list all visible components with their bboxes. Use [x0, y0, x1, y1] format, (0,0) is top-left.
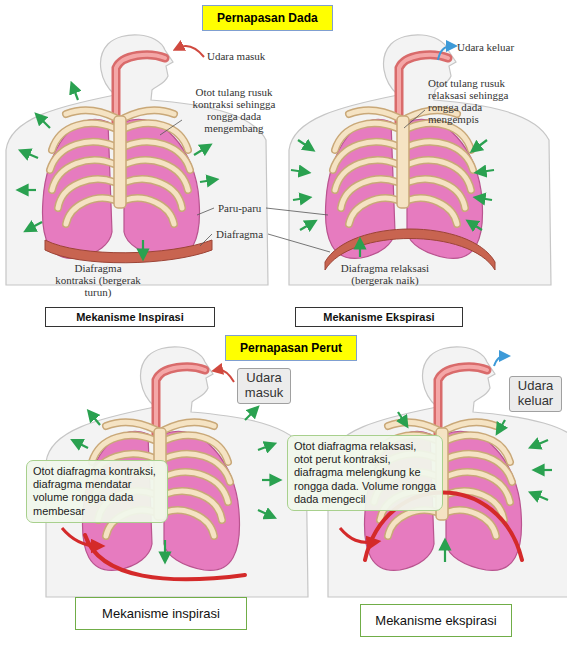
box-text: Pernapasan Perut — [240, 341, 342, 355]
annotation-label: Diafragma kontraksi (bergerak turun) — [55, 262, 141, 298]
mechanism-box: Mekanisme Inspirasi — [45, 307, 215, 327]
annotation-label: Udara keluar — [457, 41, 514, 53]
box-text: Mekanisme Ekspirasi — [302, 311, 456, 323]
box-text: Mekanisme Inspirasi — [52, 311, 208, 323]
section-title: Pernapasan Perut — [225, 335, 357, 361]
box-text: Mekanisme inspirasi — [82, 606, 240, 621]
annotation-label: Diafragma — [216, 228, 263, 240]
mechanism-box: Mekanisme ekspirasi — [360, 604, 512, 637]
air-box: Udara keluar — [509, 376, 562, 412]
box-text: Otot diafragma kontraksi, diafragma mend… — [33, 465, 161, 518]
annotation-label: Diafragma relaksasi (bergerak naik) — [340, 262, 430, 286]
annotation-label: Otot tulang rusuk kontraksi sehingga ron… — [186, 86, 282, 134]
annotation-label: Paru-paru — [218, 202, 261, 214]
box-text: Otot diafragma relaksasi, otot perut kon… — [294, 440, 436, 506]
box-text: Pernapasan Dada — [217, 11, 318, 25]
box-text: Mekanisme ekspirasi — [367, 613, 505, 628]
mechanism-box: Mekanisme Ekspirasi — [295, 307, 463, 327]
section-title: Pernapasan Dada — [202, 5, 333, 31]
annotation-label: Udara masuk — [207, 50, 265, 62]
air-box: Udara masuk — [237, 368, 291, 404]
annotation-label: Otot tulang rusuk relaksasi sehingga ron… — [428, 77, 524, 125]
callout-box: Otot diafragma relaksasi, otot perut kon… — [287, 435, 443, 511]
callout-box: Otot diafragma kontraksi, diafragma mend… — [26, 460, 168, 523]
box-text: Udara keluar — [513, 379, 558, 409]
mechanism-box: Mekanisme inspirasi — [75, 597, 247, 630]
box-text: Udara masuk — [241, 371, 287, 401]
